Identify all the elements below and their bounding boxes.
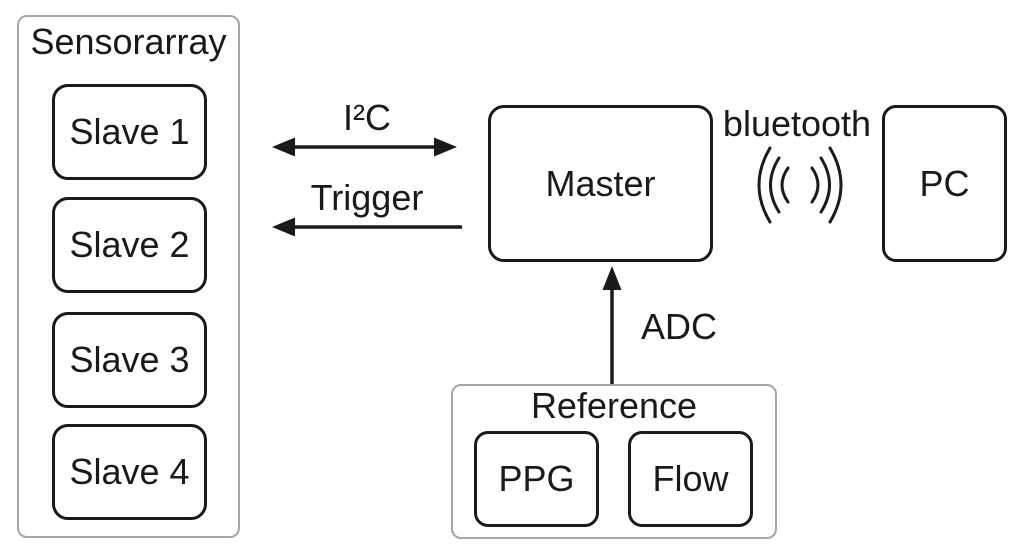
sensorarray-title: Sensorarray <box>30 21 227 62</box>
sensorarray-group: Sensorarray Slave 1 Slave 2 Slave 3 Slav… <box>17 15 240 538</box>
flow-box: Flow <box>628 431 753 527</box>
slave-1-box: Slave 1 <box>52 84 207 180</box>
flow-label: Flow <box>652 458 729 499</box>
bluetooth-label: bluetooth <box>722 103 872 144</box>
master-box: Master <box>488 105 713 262</box>
reference-title: Reference <box>530 385 698 426</box>
trigger-arrow <box>272 217 462 237</box>
trigger-label: Trigger <box>310 177 424 218</box>
pc-label: PC <box>919 162 970 204</box>
i2c-arrow <box>272 137 457 157</box>
ppg-box: PPG <box>474 431 599 527</box>
reference-group: Reference PPG Flow <box>451 384 777 539</box>
slave-2-label: Slave 2 <box>69 224 190 265</box>
slave-4-box: Slave 4 <box>52 424 207 520</box>
radio-waves-icon <box>757 146 843 224</box>
adc-label: ADC <box>641 306 718 347</box>
master-label: Master <box>545 162 656 204</box>
slave-4-label: Slave 4 <box>69 451 190 492</box>
slave-2-box: Slave 2 <box>52 197 207 293</box>
slave-3-label: Slave 3 <box>69 339 190 380</box>
slave-3-box: Slave 3 <box>52 312 207 408</box>
pc-box: PC <box>882 105 1007 262</box>
slave-1-label: Slave 1 <box>69 111 190 152</box>
adc-arrow <box>602 266 622 384</box>
i2c-label: I²C <box>343 97 391 138</box>
ppg-label: PPG <box>498 458 575 499</box>
